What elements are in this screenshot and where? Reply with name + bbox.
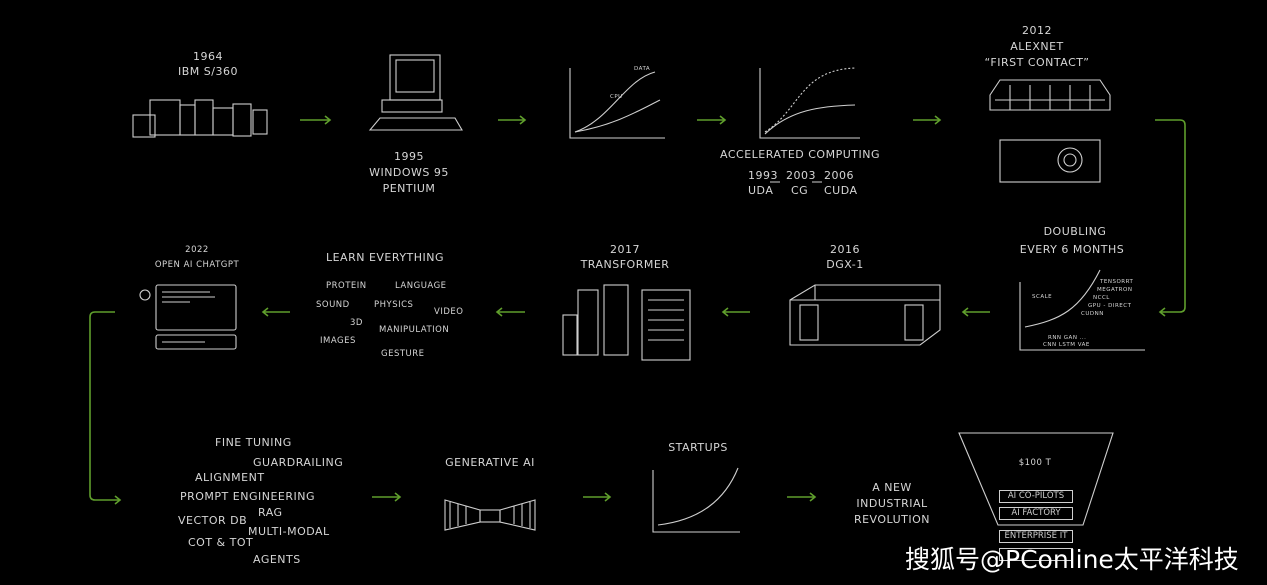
- transformer-name: TRANSFORMER: [580, 258, 670, 271]
- generative-ai-label: GENERATIVE AI: [445, 456, 535, 469]
- models-line: CNN LSTM VAE: [1043, 342, 1090, 348]
- connector-left: [89, 311, 122, 505]
- connector-right: [1155, 119, 1186, 317]
- chatgpt-sketch: [139, 284, 237, 350]
- arrow-left: [721, 307, 750, 317]
- learn-word: MANIPULATION: [379, 325, 450, 335]
- technique: FINE TUNING: [215, 436, 292, 449]
- data-label: DATA: [634, 66, 651, 72]
- arrow-left: [495, 307, 525, 317]
- technique: VECTOR DB: [178, 514, 248, 527]
- funnel-box-enterprise-it: ENTERPRISE IT: [999, 530, 1073, 543]
- ibm-name: IBM S/360: [178, 65, 238, 78]
- arrow-right: [583, 492, 612, 502]
- arrow-right: [913, 115, 942, 125]
- transformer-sketch: [562, 284, 691, 361]
- models-line: RNN GAN ...: [1048, 335, 1087, 341]
- name-cuda: CUDA: [824, 184, 858, 197]
- learn-word: VIDEO: [434, 307, 464, 317]
- dgx-name: DGX-1: [826, 258, 864, 271]
- arrow-right: [697, 115, 727, 125]
- name-uda: UDA: [748, 184, 774, 197]
- funnel-box-hidden: [999, 548, 1073, 561]
- learn-word: PHYSICS: [374, 300, 414, 310]
- technique: PROMPT ENGINEERING: [180, 490, 315, 503]
- chatgpt-name: OPEN AI CHATGPT: [154, 260, 240, 270]
- revolution-line: INDUSTRIAL: [856, 497, 928, 510]
- doubling-chart: [1019, 269, 1145, 351]
- learn-title: LEARN EVERYTHING: [325, 251, 445, 264]
- technique: AGENTS: [253, 553, 301, 566]
- year-2003: 2003: [786, 169, 816, 182]
- scale-label: SCALE: [1032, 294, 1053, 300]
- dgx-year: 2016: [830, 243, 860, 256]
- accelerated-title: ACCELERATED COMPUTING: [720, 148, 880, 161]
- learn-word: LANGUAGE: [395, 281, 447, 291]
- transformer-year: 2017: [610, 243, 640, 256]
- arrow-right: [300, 115, 332, 125]
- watermark: 搜狐号@PConline太平洋科技: [905, 545, 1239, 574]
- doubling-title: DOUBLING: [1043, 225, 1107, 238]
- arrow-right: [787, 492, 817, 502]
- startups-label: STARTUPS: [668, 441, 728, 454]
- arrow-right: [498, 115, 527, 125]
- pentium-label: PENTIUM: [382, 182, 436, 195]
- arrow-left: [261, 307, 290, 317]
- funnel-box-ai-factory: AI FACTORY: [999, 507, 1073, 520]
- stack-item: CUDNN: [1081, 311, 1104, 317]
- stack-item: GPU - DIRECT: [1088, 303, 1132, 309]
- year-1993: 1993: [748, 169, 778, 182]
- learn-word: IMAGES: [320, 336, 356, 346]
- arrow-left: [961, 307, 990, 317]
- generative-ai-sketch: [444, 499, 536, 531]
- flow-arrows: [89, 115, 1186, 505]
- year-2006: 2006: [824, 169, 854, 182]
- technique: COT & TOT: [188, 536, 254, 549]
- ibm-mainframe-sketch: [132, 99, 268, 138]
- doubling-subtitle: EVERY 6 MONTHS: [1019, 243, 1125, 256]
- alexnet-tagline: “FIRST CONTACT”: [984, 56, 1090, 69]
- stack-item: NCCL: [1093, 295, 1110, 301]
- startups-chart: [652, 467, 740, 533]
- learn-word: 3D: [350, 318, 363, 328]
- learn-word: GESTURE: [381, 349, 425, 359]
- stack-item: MEGATRON: [1097, 287, 1133, 293]
- technique: ALIGNMENT: [195, 471, 265, 484]
- cpu-label: CPU: [610, 94, 623, 100]
- windows-year: 1995: [394, 150, 424, 163]
- technique: RAG: [258, 506, 283, 519]
- funnel-box-ai-copilots: AI CO-PILOTS: [999, 490, 1073, 503]
- ibm-year: 1964: [193, 50, 223, 63]
- arrow-right: [372, 492, 402, 502]
- technique: GUARDRAILING: [253, 456, 344, 469]
- learn-word: PROTEIN: [326, 281, 367, 291]
- stack-item: TENSORRT: [1100, 279, 1134, 285]
- market-value: $100 T: [1018, 458, 1052, 468]
- accelerated-chart: [759, 67, 860, 183]
- windows-name: WINDOWS 95: [369, 166, 449, 179]
- windows-pc-sketch: [368, 54, 463, 131]
- revolution-line: A NEW: [872, 481, 912, 494]
- technique: MULTI-MODAL: [248, 525, 330, 538]
- dgx-1-sketch: [789, 284, 941, 346]
- alexnet-year: 2012: [1022, 24, 1052, 37]
- name-cg: CG: [791, 184, 809, 197]
- chatgpt-year: 2022: [185, 245, 209, 255]
- learn-word: SOUND: [316, 300, 350, 310]
- alexnet-gpu-sketch: [989, 79, 1111, 183]
- alexnet-name: ALEXNET: [1010, 40, 1064, 53]
- funnel-sketch: [958, 432, 1114, 526]
- revolution-line: REVOLUTION: [853, 513, 931, 526]
- cpu-data-chart: [569, 68, 665, 139]
